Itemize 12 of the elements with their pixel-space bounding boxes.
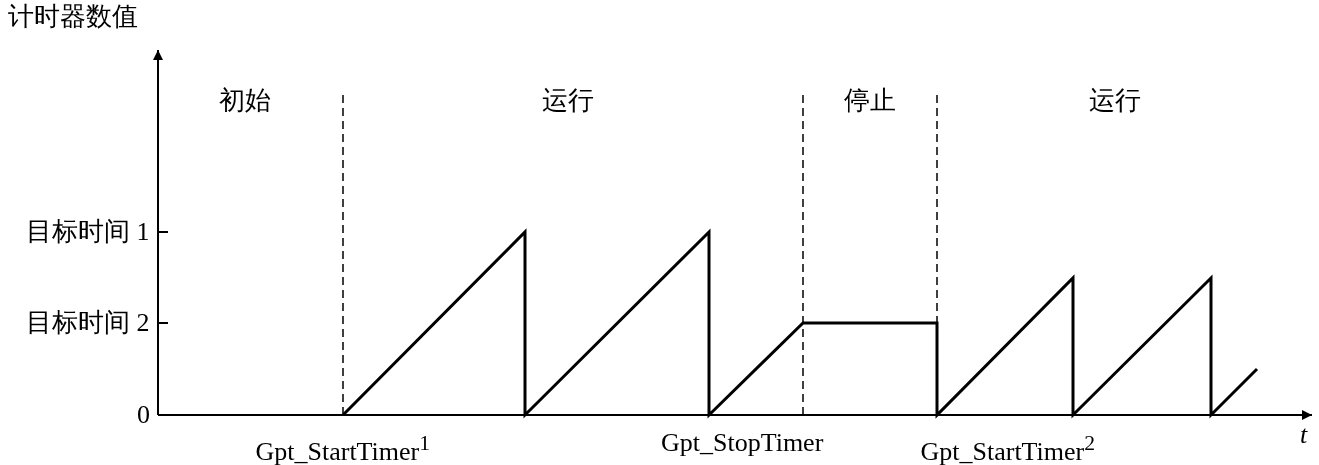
axis-title: 计时器数值	[8, 2, 138, 32]
phase-label: 运行	[1089, 86, 1141, 116]
phase-label: 停止	[844, 86, 896, 116]
event-label: Gpt_StopTimer	[661, 428, 824, 458]
event-label: Gpt_StartTimer$^{1}$	[255, 430, 431, 465]
tick-label: 目标时间 2	[26, 308, 150, 338]
tick-label: 目标时间 1	[26, 217, 150, 247]
event-label: Gpt_StartTimer$^{2}$	[920, 430, 1096, 465]
tick-label: 0	[137, 400, 150, 430]
axis-title: t	[1300, 420, 1308, 450]
phase-label: 运行	[542, 86, 594, 116]
phase-label: 初始	[219, 86, 271, 116]
